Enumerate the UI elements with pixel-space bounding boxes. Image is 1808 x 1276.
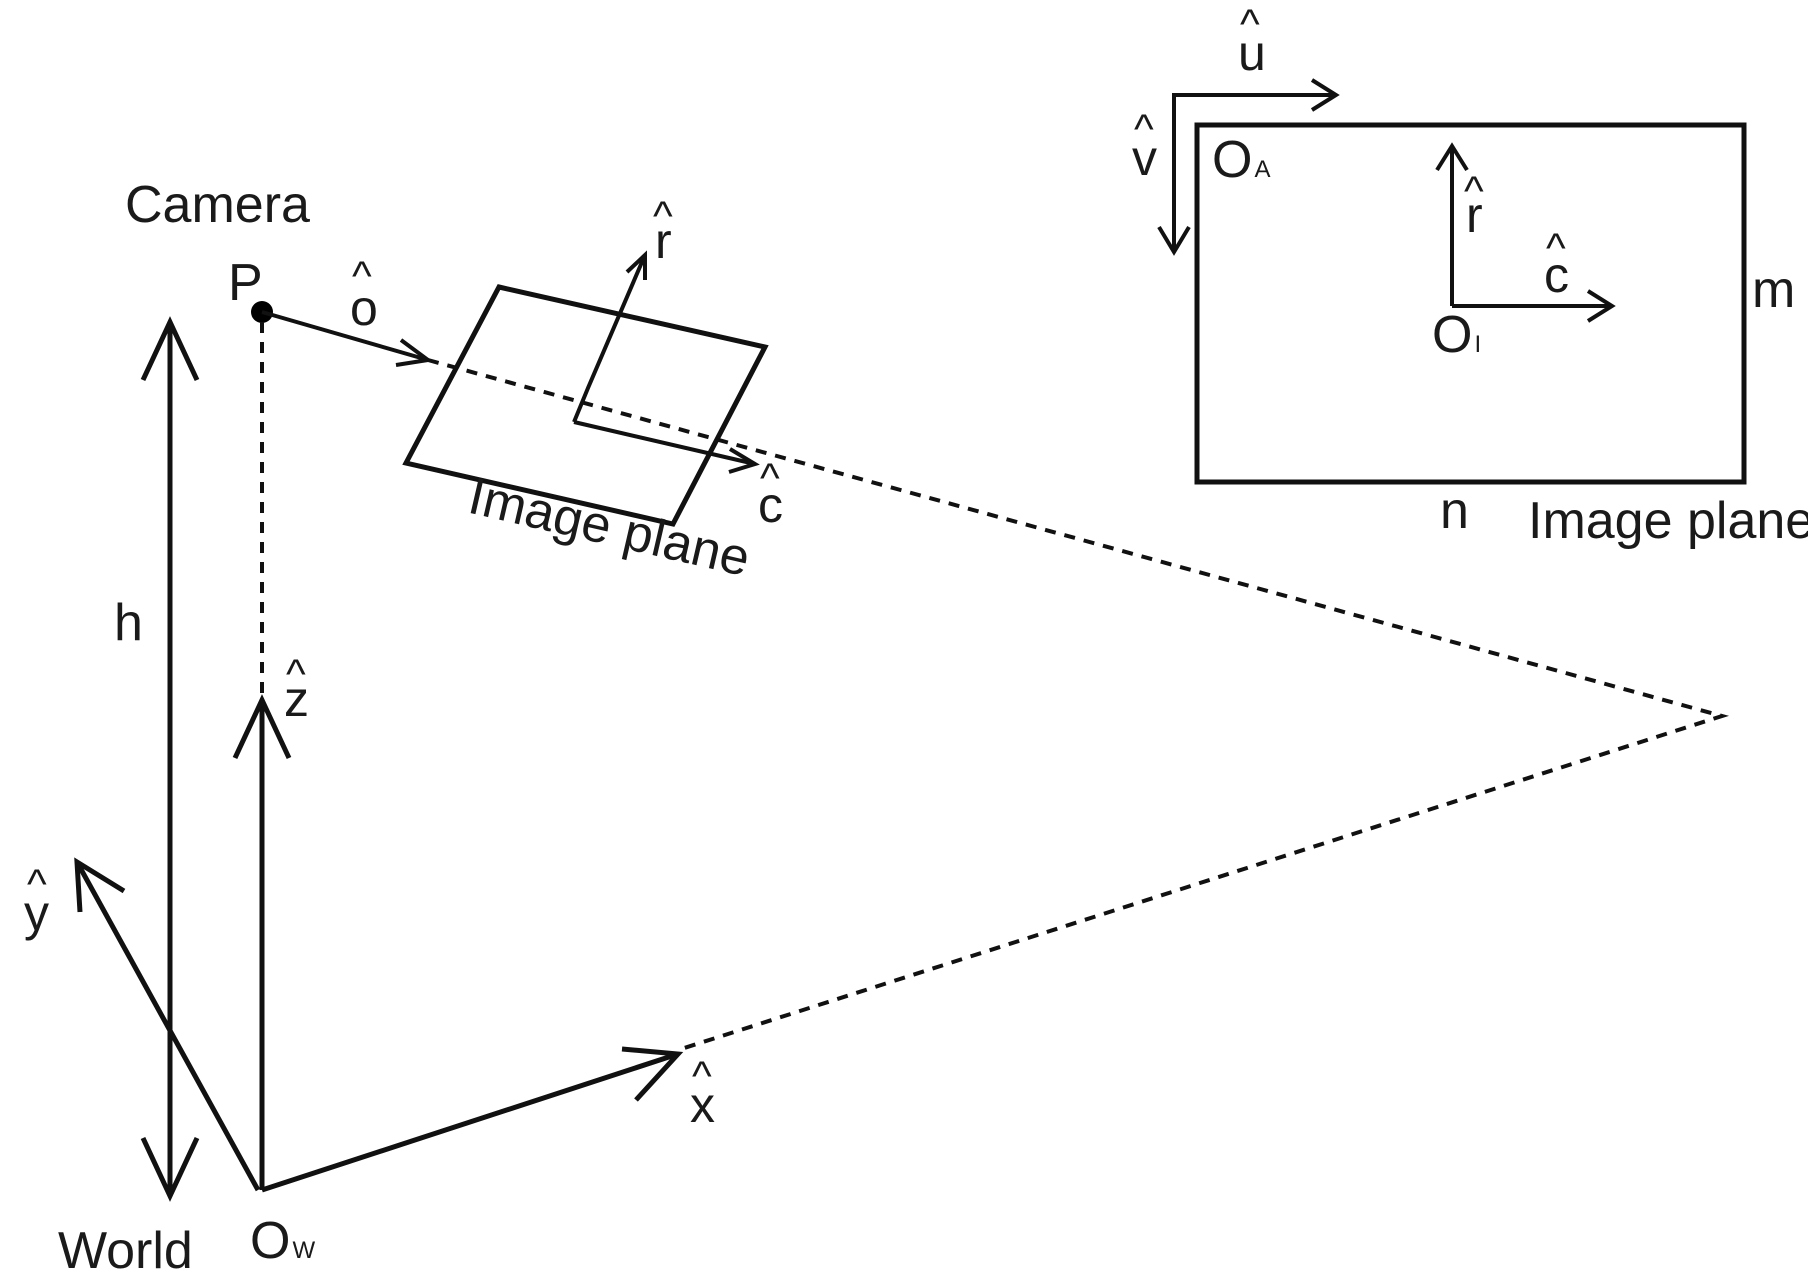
z-axis-label: z xyxy=(284,671,309,727)
image-plane-frame: u ^ v ^ OA r ^ c ^ OI m n Image plane xyxy=(1132,0,1808,550)
image-c-arrow xyxy=(1452,289,1616,323)
u-axis-arrow xyxy=(1174,78,1340,112)
world-origin-label: OW xyxy=(250,1212,315,1270)
view-ray xyxy=(427,358,1730,1052)
image-plane-tilted-label: Image plane xyxy=(463,467,755,588)
scene-3d: h Camera P o ^ r ^ c ^ Image plane xyxy=(24,176,1730,1276)
world-label: World xyxy=(58,1222,193,1276)
tilted-r-label: r xyxy=(655,213,672,269)
tilted-c-label: c xyxy=(758,477,783,533)
tilted-r-arrow xyxy=(572,250,647,423)
image-r-label: r xyxy=(1466,187,1483,243)
point-p-label: P xyxy=(228,254,263,312)
tilted-c-arrow xyxy=(573,420,760,474)
v-axis-arrow xyxy=(1157,225,1191,256)
image-plane-tilted xyxy=(402,284,769,527)
image-c-label: c xyxy=(1544,247,1569,303)
u-axis-label: u xyxy=(1238,25,1266,81)
image-r-arrow xyxy=(1435,142,1469,306)
array-origin-label: OA xyxy=(1212,131,1270,189)
z-axis-arrow xyxy=(232,694,292,1190)
y-axis-label: y xyxy=(24,885,49,941)
z-axis-hat: ^ xyxy=(286,650,306,697)
v-axis-label: v xyxy=(1132,130,1157,186)
tilted-r-hat: ^ xyxy=(653,192,673,239)
tilted-c-hat: ^ xyxy=(760,454,780,501)
x-axis-arrow xyxy=(261,1046,684,1193)
optical-axis-label: o xyxy=(350,280,378,336)
u-axis-hat: ^ xyxy=(1240,0,1260,47)
x-axis-hat: ^ xyxy=(692,1052,712,1099)
height-arrow xyxy=(140,316,200,1202)
v-axis-hat: ^ xyxy=(1134,105,1154,152)
camera-label: Camera xyxy=(125,176,310,234)
image-origin-label: OI xyxy=(1432,306,1481,364)
optical-axis-arrow xyxy=(261,310,434,367)
image-plane-rect xyxy=(1194,122,1747,485)
x-axis-label: x xyxy=(690,1077,715,1133)
image-c-hat: ^ xyxy=(1546,224,1566,271)
dimension-n-label: n xyxy=(1440,482,1469,540)
dimension-m-label: m xyxy=(1752,261,1795,319)
optical-axis-hat: ^ xyxy=(352,252,372,299)
y-axis-arrow xyxy=(74,857,261,1192)
height-label: h xyxy=(114,594,143,652)
image-r-hat: ^ xyxy=(1464,167,1484,214)
y-axis-hat: ^ xyxy=(27,860,47,907)
image-plane-frame-label: Image plane xyxy=(1528,492,1808,550)
